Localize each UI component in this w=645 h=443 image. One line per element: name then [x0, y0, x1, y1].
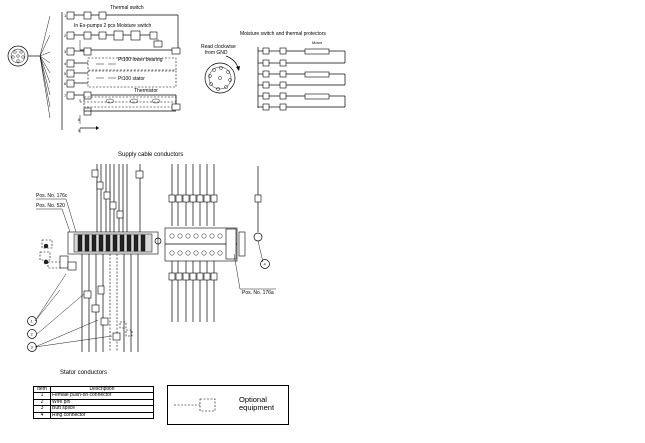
legend-symbol: [174, 398, 216, 412]
item-marker-1: [27, 316, 37, 326]
read-clockwise-label-line2: from GND: [205, 50, 228, 56]
read-clockwise-label-line1: Read clockwise: [201, 44, 236, 50]
terminal-number: 2: [64, 33, 67, 38]
item-marker-1-label: 1: [31, 319, 34, 324]
moisture-thermal-title: Moisture switch and thermal protectors: [240, 31, 326, 37]
terminal-number: 1: [64, 13, 67, 18]
callout-176a: Pos. No. 176a: [242, 290, 274, 296]
terminal-number: 7: [64, 93, 67, 98]
supply-conductors-left: [91, 164, 128, 235]
terminal-screws-right: [169, 233, 223, 256]
stator-conductors-right: [168, 261, 218, 322]
callout-176c: Pos. No. 176c: [36, 193, 68, 199]
terminal-number: 8: [78, 117, 81, 122]
top-right-schematic: Moisture switch and thermal protectors R…: [201, 31, 346, 111]
terminal-number: 6: [64, 81, 67, 86]
motor-terminal-rows: [258, 47, 346, 111]
legend-line-1: Optional: [239, 395, 267, 404]
item-marker-2-label: 2: [31, 332, 34, 337]
table-cell-description: Female push-on connector: [50, 392, 154, 400]
cable-connector-symbol: [7, 45, 40, 67]
terminal-block-drawing: Supply cable conductors: [27, 152, 276, 376]
motor-label: Motor: [312, 40, 323, 45]
stator-conductors-left: [81, 254, 139, 352]
top-left-schematic: Thermal switch In Ex-pumps 2 pcs Moistur…: [7, 5, 181, 133]
supply-cable-title: Supply cable conductors: [118, 152, 183, 158]
stator-conductors-label: Stator conductors: [60, 370, 107, 376]
table-cell-item: 4: [33, 411, 51, 420]
item-marker-2: [27, 329, 37, 339]
pt100-stator-label: Pt100 stator: [118, 76, 145, 82]
item-marker-4-label: 4: [264, 262, 267, 267]
pt100-lower-bearing-label: Pt100 lower bearing: [118, 57, 163, 63]
supply-conductors-right: [168, 164, 218, 226]
terminal-numbers: 1 2 3 4 5 6 7 8 9: [64, 13, 81, 133]
terminal-number: 3: [64, 49, 67, 54]
table-cell-description: Ring connector: [50, 411, 154, 420]
item-marker-4: [260, 259, 270, 269]
terminal-number: 9: [78, 128, 81, 133]
item-description-table: Item Description 1 Female push-on connec…: [33, 385, 154, 420]
table-row: 1 Female push-on connector: [33, 392, 154, 400]
table-row: 4 Ring connector: [33, 411, 154, 420]
item-marker-3-label: 3: [31, 345, 34, 350]
thermal-switch-label: Thermal switch: [110, 5, 144, 11]
ex-pumps-label: In Ex-pumps 2 pcs Moisture switch: [74, 23, 151, 29]
terminal-number: 4: [64, 61, 67, 66]
terminal-clamps-left: [77, 234, 146, 252]
legend-line-2: equipment: [239, 403, 275, 412]
item-marker-3: [27, 342, 37, 352]
terminal-number: 5: [64, 71, 67, 76]
callout-520: Pos. No. 520: [36, 203, 65, 209]
thermistor-label: Thermistor: [134, 88, 158, 94]
